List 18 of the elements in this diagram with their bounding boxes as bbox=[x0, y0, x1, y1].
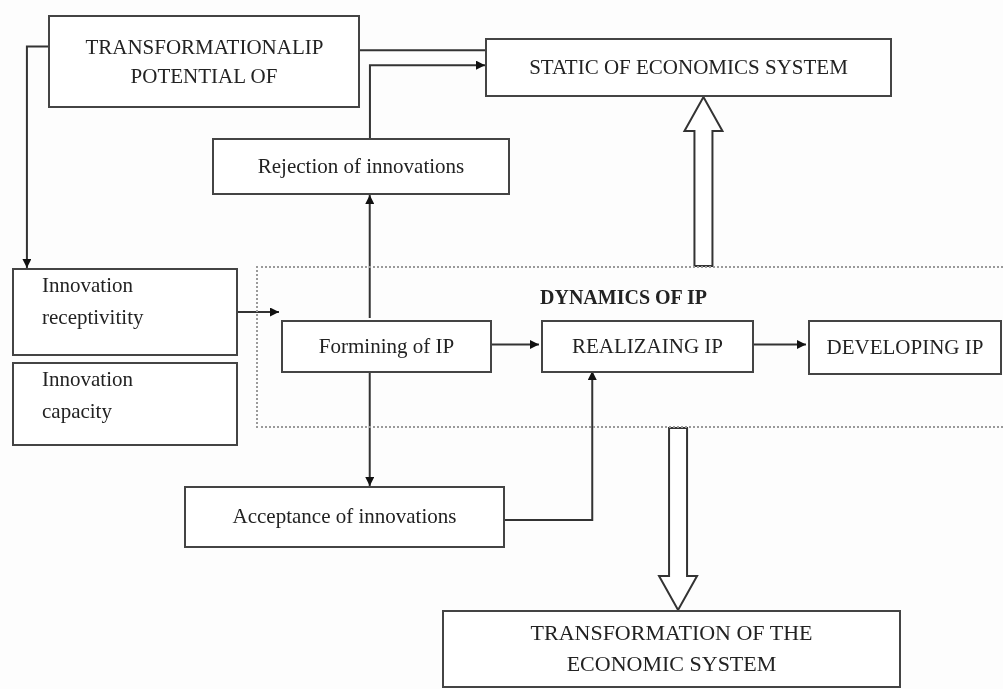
arrow bbox=[22, 45, 49, 269]
group-band bbox=[256, 266, 1003, 428]
process-box: Acceptance of innovations bbox=[184, 486, 505, 548]
process-box: TRANSFORMATIONALIP POTENTIAL OF bbox=[48, 15, 360, 108]
block-arrow bbox=[682, 94, 725, 267]
arrow bbox=[365, 194, 375, 319]
process-box: STATIC OF ECONOMICS SYSTEM bbox=[485, 38, 892, 97]
process-box: Formining of IP bbox=[281, 320, 492, 373]
band-heading: DYNAMICS OF IP bbox=[540, 285, 708, 310]
process-box: DEVELOPING IP bbox=[808, 320, 1002, 375]
block-arrow bbox=[657, 427, 699, 613]
process-box: Rejection of innovations bbox=[212, 138, 510, 195]
process-box: Innovation receptivitity bbox=[12, 268, 238, 356]
process-box: Innovation capacity bbox=[12, 362, 238, 446]
arrow bbox=[237, 307, 280, 317]
arrow bbox=[368, 60, 486, 139]
process-box: TRANSFORMATION OF THE ECONOMIC SYSTEM bbox=[442, 610, 901, 688]
process-box: REALIZAING IP bbox=[541, 320, 754, 373]
